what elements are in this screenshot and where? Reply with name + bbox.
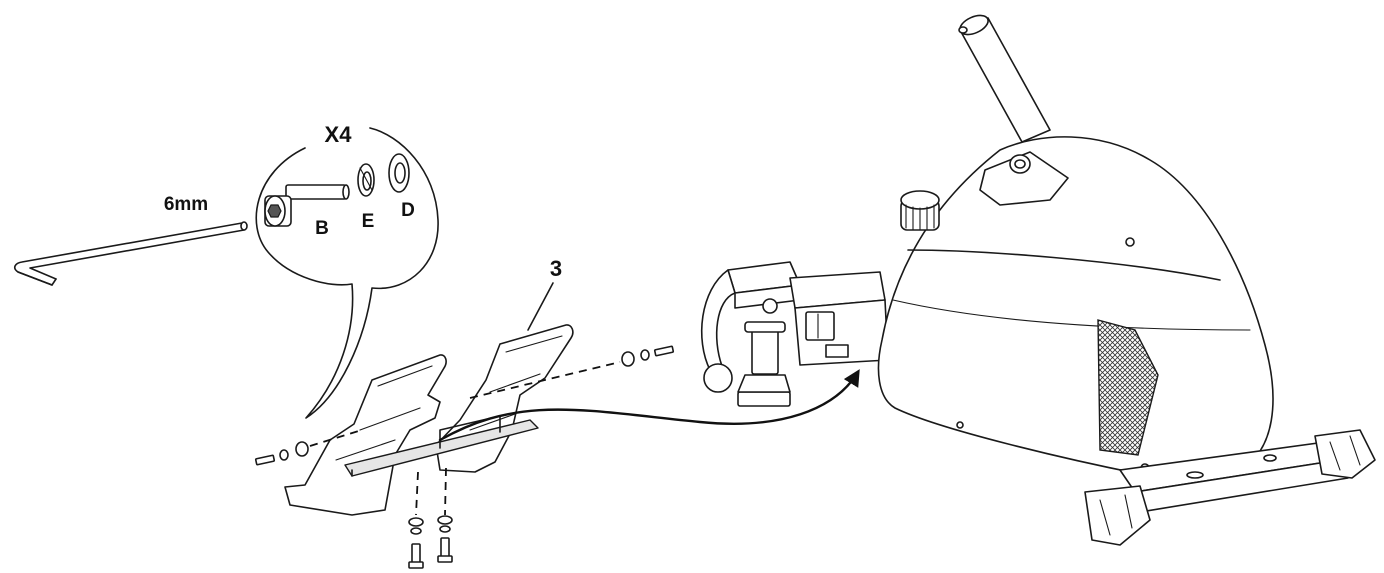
tool-size-label: 6mm <box>164 194 208 215</box>
tension-knob-icon <box>900 190 940 231</box>
callout-bubble-outline <box>255 127 439 419</box>
part-number-label: 3 <box>550 256 562 281</box>
rear-stabilizer <box>1084 429 1376 546</box>
body-shroud <box>877 136 1274 475</box>
rower-main-body <box>877 14 1274 475</box>
quantity-label: X4 <box>325 122 353 147</box>
allen-key-icon: 6mm <box>14 194 248 286</box>
bolt-b-icon <box>264 184 350 227</box>
bottom-hardware <box>408 467 453 569</box>
pedal-assembly: 3 <box>284 256 574 516</box>
right-pedal <box>435 324 574 473</box>
pedal-bracket <box>344 419 539 477</box>
flat-washer-label: D <box>401 200 415 221</box>
side-hardware-left <box>254 429 363 466</box>
frame-rail <box>789 271 889 366</box>
spring-washer-label: E <box>362 211 375 232</box>
bolt-label: B <box>315 218 329 239</box>
flat-washer-d-icon <box>388 153 410 193</box>
left-pedal <box>284 354 447 516</box>
hardware-callout: X4 B E D <box>255 122 439 419</box>
handle-column <box>959 17 1051 143</box>
assembly-arrow <box>438 369 860 442</box>
side-hardware-right <box>469 345 675 399</box>
front-clamp <box>700 261 801 407</box>
vent-grille <box>1097 319 1159 456</box>
spring-washer-e-icon <box>357 163 375 197</box>
